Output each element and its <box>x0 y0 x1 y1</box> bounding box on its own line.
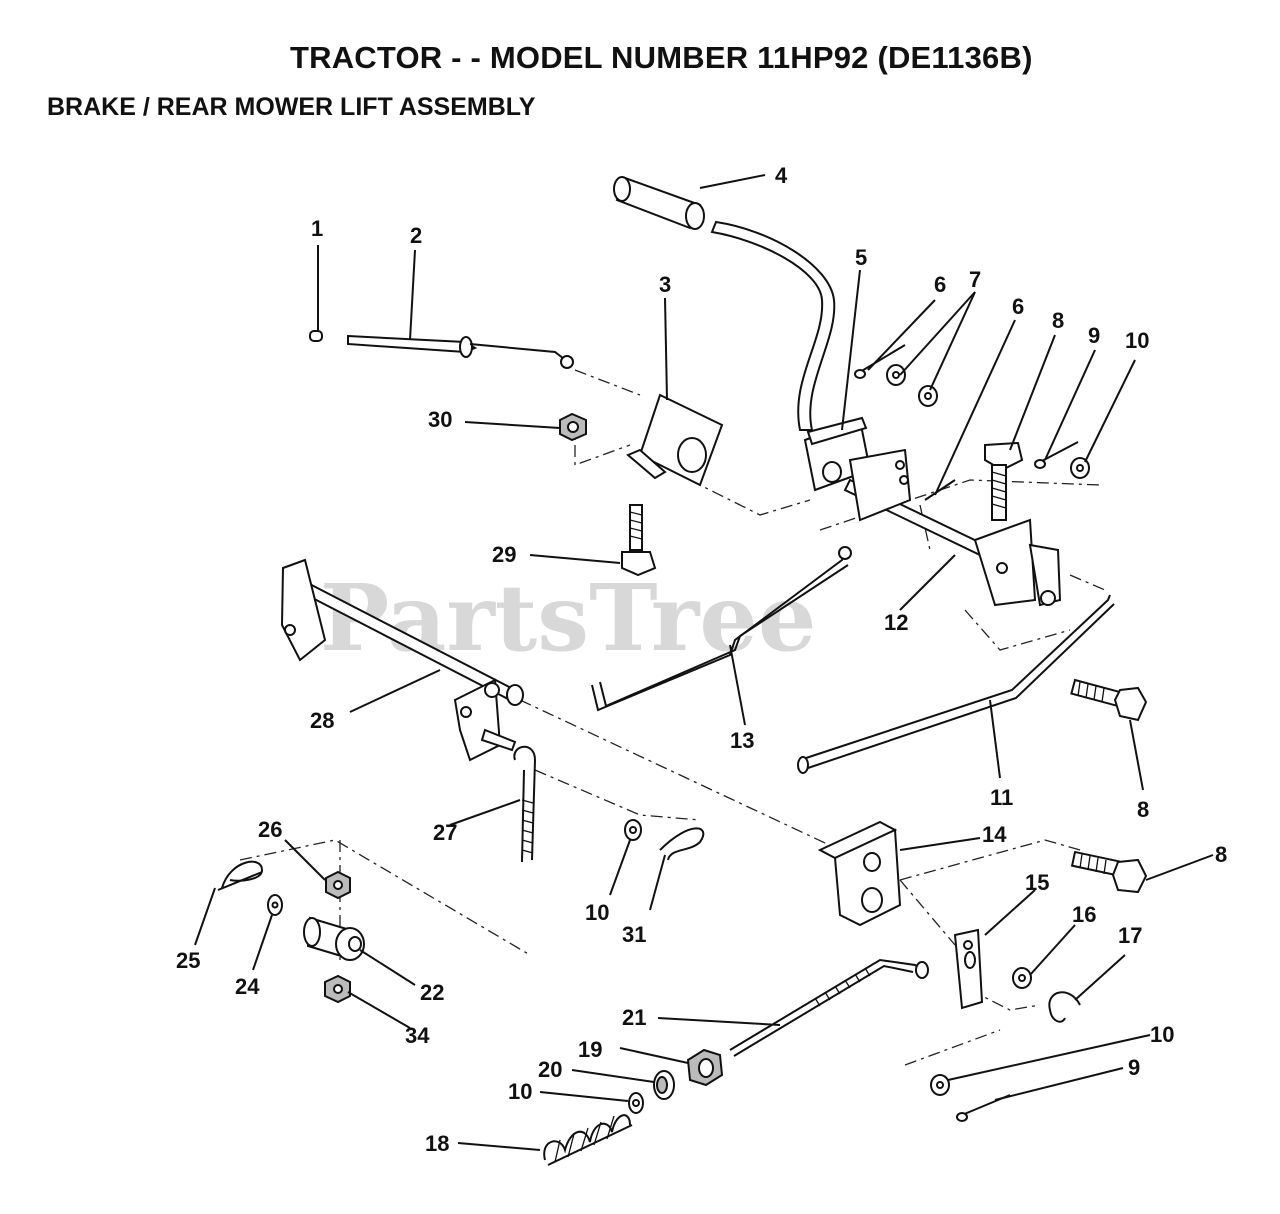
part-8-bolt-lower <box>1070 850 1148 894</box>
callout-10-right: 10 <box>1150 1022 1174 1047</box>
callout-12: 12 <box>884 610 908 635</box>
callout-9-low: 9 <box>1128 1055 1140 1080</box>
callout-16: 16 <box>1072 902 1096 927</box>
part-20-bushing <box>653 1070 675 1100</box>
part-5-lift-lever <box>710 220 872 492</box>
callout-29: 29 <box>492 542 516 567</box>
part-18-spring <box>543 1114 633 1166</box>
callout-27: 27 <box>433 820 457 845</box>
callout-5: 5 <box>855 245 867 270</box>
callout-9-top: 9 <box>1088 323 1100 348</box>
part-1-pin <box>309 330 323 342</box>
callout-10-top: 10 <box>1125 328 1149 353</box>
callout-13: 13 <box>730 728 754 753</box>
callout-17: 17 <box>1118 923 1142 948</box>
callout-21: 21 <box>622 1005 646 1030</box>
callout-30: 30 <box>428 407 452 432</box>
leader-lines <box>194 174 1214 1151</box>
assembly-subtitle: BRAKE / REAR MOWER LIFT ASSEMBLY <box>47 93 536 121</box>
part-11-link-rod <box>797 594 1115 774</box>
watermark-text: PartsTree <box>320 564 816 672</box>
part-24-washer <box>267 894 283 916</box>
callout-25: 25 <box>176 948 200 973</box>
callout-20: 20 <box>538 1057 562 1082</box>
callout-6-b: 6 <box>1012 294 1024 319</box>
callout-10-low: 10 <box>508 1079 532 1104</box>
callout-3: 3 <box>659 272 671 297</box>
part-16-washer <box>1012 967 1032 989</box>
callout-7: 7 <box>969 267 981 292</box>
callout-8-mid: 8 <box>1137 797 1149 822</box>
part-8-bolt-right <box>1070 678 1148 722</box>
part-22-trunnion <box>303 916 365 961</box>
part-10-washer-lower <box>628 1092 644 1114</box>
part-10-washer-right <box>930 1074 950 1096</box>
part-25-hairpin <box>217 860 264 891</box>
part-34-nut <box>324 974 351 1004</box>
part-8-bolt-top <box>984 441 1024 521</box>
callout-28: 28 <box>310 708 334 733</box>
part-29-bolt <box>621 504 657 577</box>
callout-1: 1 <box>311 216 323 241</box>
page-title: TRACTOR - - MODEL NUMBER 11HP92 (DE1136B… <box>290 40 1033 75</box>
callout-8-low: 8 <box>1215 842 1227 867</box>
part-28-rock-shaft <box>280 558 524 762</box>
callout-18: 18 <box>425 1131 449 1156</box>
callout-4: 4 <box>775 163 788 188</box>
callout-labels: 1 2 3 4 5 6 7 6 8 9 10 30 29 12 28 13 11… <box>176 163 1227 1156</box>
part-2-brake-rod <box>347 334 574 369</box>
part-19-nut <box>686 1048 724 1087</box>
part-6-cotter-pin-right <box>924 479 956 501</box>
callout-14: 14 <box>982 822 1007 847</box>
callout-34: 34 <box>405 1023 430 1048</box>
part-6-cotter-pin <box>854 344 906 379</box>
part-26-nut <box>325 870 351 900</box>
part-13-link-rod <box>591 546 852 712</box>
part-14-bracket <box>817 820 902 927</box>
callout-11: 11 <box>990 785 1013 810</box>
callout-15: 15 <box>1025 870 1049 895</box>
part-10-washer-top <box>1070 457 1090 479</box>
callout-6-a: 6 <box>934 272 946 297</box>
part-12-shaft <box>843 448 1062 607</box>
callout-24: 24 <box>235 974 260 999</box>
part-30-nut <box>559 412 587 442</box>
callout-10-mid: 10 <box>585 900 609 925</box>
part-3-bracket <box>626 393 724 487</box>
part-15-plate <box>953 928 984 1010</box>
callout-2: 2 <box>410 223 422 248</box>
callout-26: 26 <box>258 817 282 842</box>
callout-8-top: 8 <box>1052 308 1064 333</box>
part-7-washers <box>886 364 938 407</box>
callout-31: 31 <box>622 922 646 947</box>
part-27-j-bolt <box>513 745 537 863</box>
part-17-e-clip <box>1048 991 1081 1023</box>
part-21-threaded-rod <box>729 958 929 1057</box>
callout-19: 19 <box>578 1037 602 1062</box>
part-4-grip <box>613 176 705 230</box>
callout-22: 22 <box>420 980 444 1005</box>
part-10-washer-mid <box>624 819 642 841</box>
part-31-hairpin <box>659 827 705 861</box>
